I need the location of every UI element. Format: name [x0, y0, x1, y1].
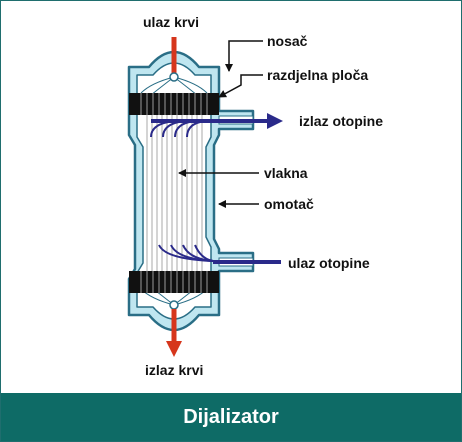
label-support: nosač: [267, 33, 308, 49]
fiber-bundle: [146, 115, 203, 271]
bottom-distribution-plate: [129, 271, 219, 293]
label-blood-in: ulaz krvi: [143, 14, 199, 30]
top-distribution-plate: [129, 93, 219, 115]
pointer-support: [225, 40, 263, 72]
dialyzer-diagram: ulaz krvi nosač razdjelna ploča izlaz ot…: [127, 14, 383, 378]
label-solution-in: ulaz otopine: [288, 255, 370, 271]
label-casing: omotač: [264, 196, 314, 212]
solution-flow-bottom: [158, 244, 214, 262]
blood-out-arrow: [166, 300, 182, 357]
footer-title: Dijalizator: [183, 405, 279, 428]
solution-out-arrow: [151, 113, 283, 129]
footer-bar: Dijalizator: [1, 393, 461, 441]
label-fibers: vlakna: [264, 165, 308, 181]
pointer-distribution-plate: [218, 74, 263, 98]
label-distribution-plate: razdjelna ploča: [267, 67, 368, 83]
label-blood-out: izlaz krvi: [145, 362, 203, 378]
blood-in-arrow: [169, 37, 179, 82]
label-solution-out: izlaz otopine: [299, 113, 383, 129]
